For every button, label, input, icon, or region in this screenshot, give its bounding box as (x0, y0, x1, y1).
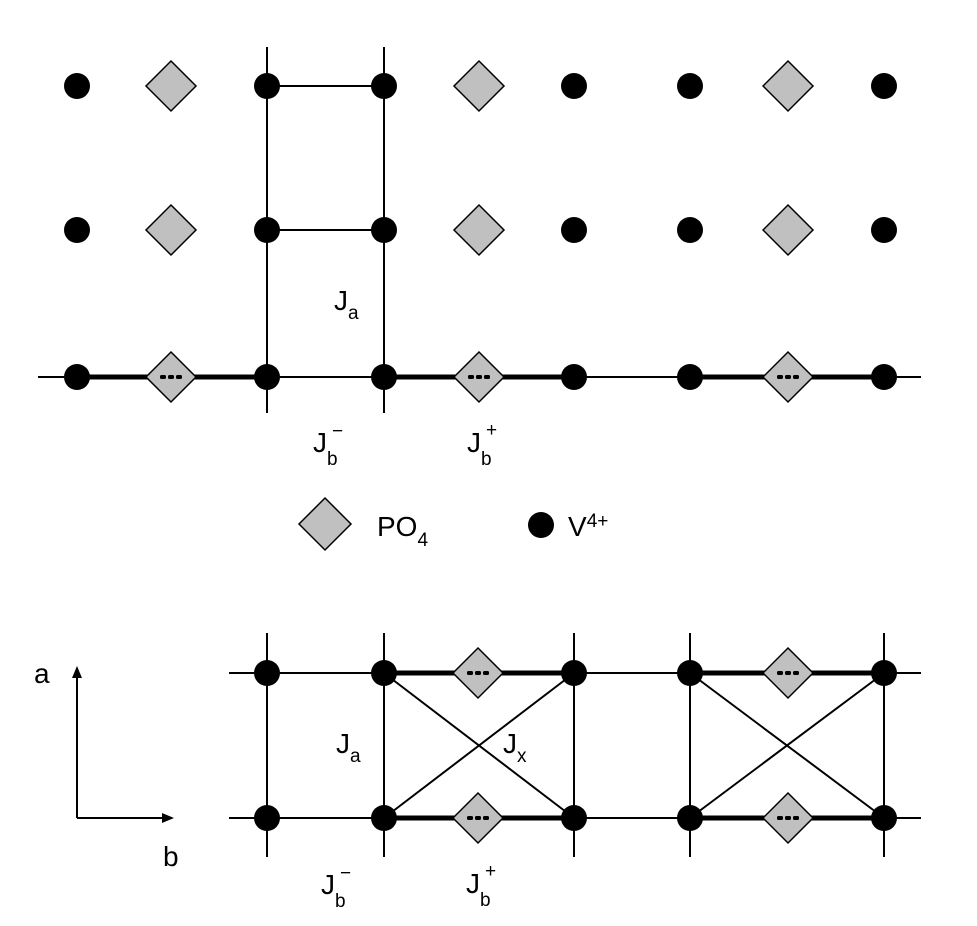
top-vanadium-circle-icon (254, 364, 280, 390)
bottom-panel: Ja Jx Jb − Jb + (229, 633, 921, 912)
bond-dash-mark (160, 375, 166, 379)
axes: a b (34, 658, 179, 872)
bond-dash-mark (777, 375, 783, 379)
bottom-jb-plus-superscript: + (485, 861, 496, 882)
top-phosphate-diamond-icon (452, 203, 506, 257)
top-vanadium-circle-icon (677, 364, 703, 390)
bottom-vanadium-circle-icon (677, 805, 703, 831)
bottom-vanadium-circle-icon (871, 805, 897, 831)
bottom-vanadium-circle-icon (254, 805, 280, 831)
bottom-jx-label: Jx (503, 728, 527, 767)
bond-dash-mark (785, 375, 791, 379)
legend-vanadium-circle-icon (528, 512, 554, 538)
top-vanadium-circle-icon (254, 217, 280, 243)
bottom-jb-minus-label: Jb (321, 869, 346, 912)
bond-dash-mark (467, 816, 473, 820)
top-vanadium-circle-icon (677, 73, 703, 99)
top-vanadium-circle-icon (677, 217, 703, 243)
bond-dash-mark (476, 375, 482, 379)
legend-v4-label: V4+ (568, 511, 608, 542)
top-vanadium-circle-icon (561, 364, 587, 390)
top-jb-minus-label: Jb (313, 427, 338, 470)
bond-dash-mark (793, 375, 799, 379)
bond-dash-mark (468, 375, 474, 379)
top-vanadium-circle-icon (254, 73, 280, 99)
bond-dash-mark (168, 375, 174, 379)
bond-dash-mark (793, 816, 799, 820)
bond-dash-mark (777, 671, 783, 675)
bottom-vanadium-circle-icon (871, 660, 897, 686)
bottom-jb-minus-superscript: − (340, 863, 351, 884)
top-vanadium-circle-icon (371, 217, 397, 243)
top-phosphate-group (144, 59, 815, 404)
bottom-jb-plus-label: Jb (466, 868, 491, 911)
bottom-ja-label: Ja (336, 728, 361, 767)
bond-dash-mark (483, 816, 489, 820)
top-phosphate-diamond-icon (761, 59, 815, 113)
top-vanadium-circle-icon (371, 364, 397, 390)
bottom-vanadium-circle-icon (371, 660, 397, 686)
top-vanadium-circle-icon (561, 73, 587, 99)
top-phosphate-diamond-icon (144, 59, 198, 113)
bottom-vanadium-circle-icon (254, 660, 280, 686)
axis-a-label: a (34, 658, 50, 689)
top-vanadium-circle-icon (871, 364, 897, 390)
bond-dash-mark (483, 671, 489, 675)
bond-dash-mark (475, 671, 481, 675)
legend-po4-label: PO4 (377, 511, 428, 551)
bottom-phosphate-group (451, 646, 815, 845)
bottom-vanadium-circle-icon (561, 660, 587, 686)
top-vanadium-group (64, 73, 897, 390)
axis-b-label: b (163, 841, 179, 872)
top-vanadium-circle-icon (871, 217, 897, 243)
bond-dash-mark (785, 671, 791, 675)
bond-dash-mark (777, 816, 783, 820)
top-phosphate-diamond-icon (452, 59, 506, 113)
top-vanadium-circle-icon (871, 73, 897, 99)
top-jb-plus-superscript: + (486, 420, 497, 441)
top-vanadium-circle-icon (561, 217, 587, 243)
legend-phosphate-diamond-icon (297, 496, 353, 552)
bottom-vanadium-circle-icon (561, 805, 587, 831)
top-vanadium-circle-icon (64, 364, 90, 390)
bottom-vanadium-group (254, 660, 897, 831)
bond-dash-mark (467, 671, 473, 675)
top-jb-minus-superscript: − (332, 421, 343, 442)
top-panel: Ja Jb − Jb + (38, 47, 921, 470)
bond-dash-mark (793, 671, 799, 675)
top-vanadium-circle-icon (64, 217, 90, 243)
top-jb-plus-label: Jb (467, 427, 492, 470)
bond-dash-mark (484, 375, 490, 379)
legend: PO4 V4+ (297, 496, 608, 552)
top-vanadium-circle-icon (64, 73, 90, 99)
bond-dash-mark (475, 816, 481, 820)
bond-dash-mark (785, 816, 791, 820)
bottom-vanadium-circle-icon (677, 660, 703, 686)
top-ja-label: Ja (334, 285, 359, 324)
top-vanadium-circle-icon (371, 73, 397, 99)
top-phosphate-diamond-icon (761, 203, 815, 257)
bottom-diagonal-line (689, 672, 885, 819)
bottom-diagonal-line (383, 672, 575, 819)
top-phosphate-diamond-icon (144, 203, 198, 257)
bottom-vanadium-circle-icon (371, 805, 397, 831)
bond-dash-mark (176, 375, 182, 379)
